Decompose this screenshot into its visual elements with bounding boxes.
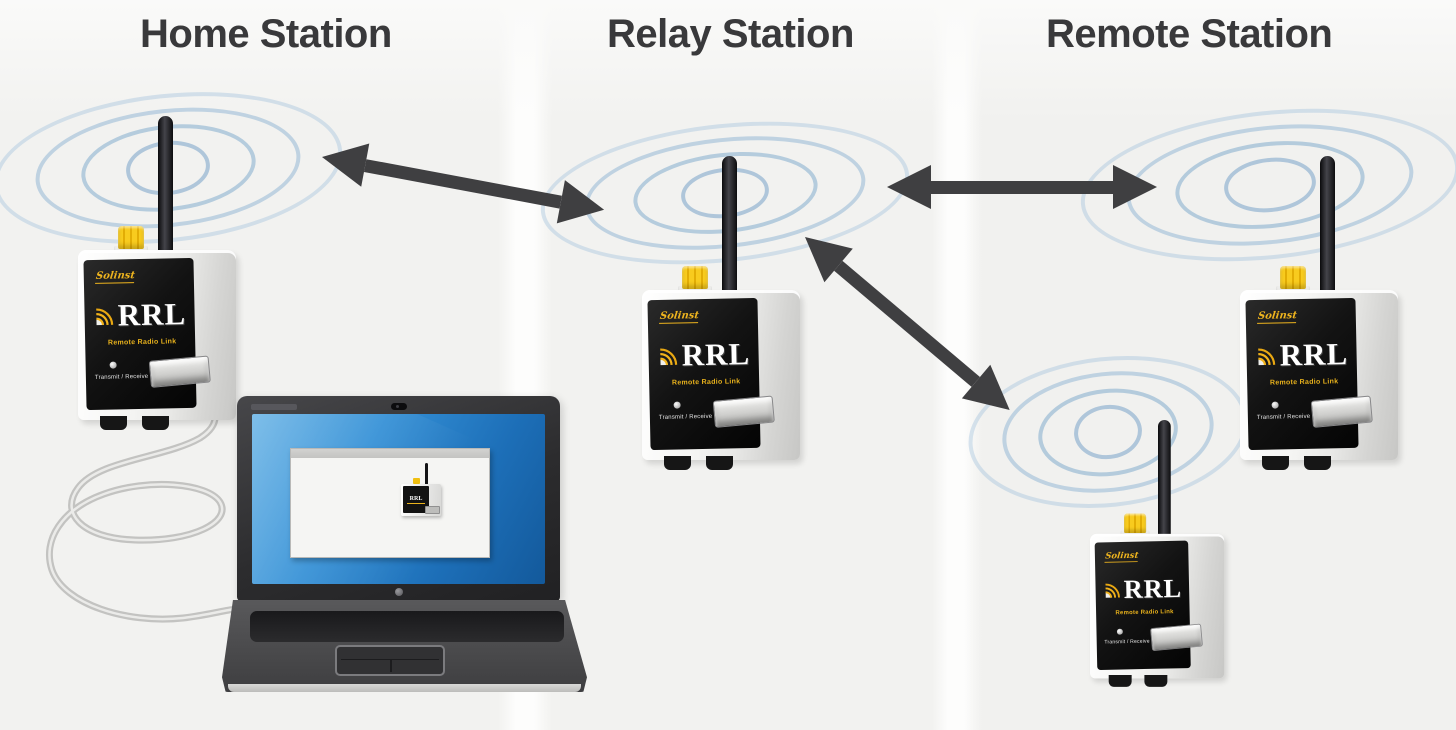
rrl-device-relay: Solinst RRL Remote Radio Link Transmit /… — [642, 156, 800, 472]
radio-signal-icon — [96, 308, 114, 326]
device-body: Solinst RRL Remote Radio Link Transmit /… — [1240, 290, 1398, 460]
device-front-panel: Solinst RRL Remote Radio Link Transmit /… — [647, 297, 775, 451]
radio-signal-icon — [1258, 348, 1276, 366]
connector-cap — [413, 478, 420, 484]
status-led-icon — [673, 401, 681, 409]
device-body: RRL — [401, 484, 441, 516]
device-foot — [664, 456, 691, 470]
cable-port — [148, 355, 211, 388]
cable-port — [1310, 395, 1373, 428]
connector-cap — [1124, 513, 1147, 534]
model-subtitle: Remote Radio Link — [1115, 608, 1174, 617]
device-foot — [1108, 675, 1132, 687]
device-body: Solinst RRL Remote Radio Link Transmit /… — [1090, 533, 1225, 679]
antenna-icon — [1320, 156, 1335, 294]
model-name: RRL — [117, 296, 187, 333]
rrl-device-remote-1: Solinst RRL Remote Radio Link Transmit /… — [1240, 156, 1398, 472]
onscreen-device-image: RRL — [399, 463, 444, 549]
model-logo: RRL — [1103, 573, 1183, 604]
remote-station-title: Remote Station — [1046, 12, 1333, 56]
software-window: RRL — [290, 448, 490, 558]
arrowhead-left-icon — [887, 165, 931, 209]
arrowhead-right-icon — [1113, 165, 1157, 209]
device-foot — [706, 456, 733, 470]
antenna-icon — [158, 116, 173, 254]
model-subtitle: Remote Radio Link — [671, 378, 741, 387]
radio-signal-icon — [1105, 583, 1120, 598]
device-body: Solinst RRL Remote Radio Link Transmit /… — [642, 290, 800, 460]
device-front-panel: Solinst RRL Remote Radio Link Transmit /… — [83, 257, 211, 411]
model-name: RRL — [1279, 336, 1349, 373]
status-label: Transmit / Receive — [1104, 639, 1150, 646]
connector-cap — [118, 226, 144, 249]
base-front-edge — [228, 684, 581, 692]
device-front-panel: Solinst RRL Remote Radio Link Transmit /… — [1094, 540, 1203, 671]
brand-logo: Solinst — [659, 310, 700, 324]
device-foot — [1144, 675, 1168, 687]
model-name: RRL — [409, 495, 423, 502]
webcam-icon — [390, 403, 407, 410]
relay-station-title: Relay Station — [607, 12, 854, 56]
antenna-icon — [425, 463, 428, 485]
hinge-logo-dot — [394, 588, 403, 596]
cable-port — [425, 506, 440, 514]
keyboard — [250, 611, 564, 642]
window-titlebar — [291, 449, 489, 458]
laptop-screen: RRL — [252, 414, 545, 584]
brand-logo: Solinst — [1257, 310, 1298, 324]
cable-port — [1150, 623, 1203, 652]
radio-signal-icon — [660, 348, 678, 366]
status-led-icon — [109, 361, 117, 369]
antenna-icon — [1158, 420, 1171, 538]
status-led-icon — [1271, 401, 1279, 409]
touchpad — [335, 645, 445, 676]
home-station-title: Home Station — [140, 12, 392, 56]
arrowhead-left-icon — [317, 135, 370, 187]
model-subtitle: Remote Radio Link — [1269, 378, 1339, 387]
laptop-base — [222, 600, 587, 692]
rrl-device-home: Solinst RRL Remote Radio Link Transmit /… — [78, 116, 236, 432]
device-foot — [100, 416, 127, 430]
device-front-panel: Solinst RRL Remote Radio Link Transmit /… — [1245, 297, 1373, 451]
model-name: RRL — [681, 336, 751, 373]
brand-logo: Solinst — [1104, 550, 1139, 563]
status-label: Transmit / Receive — [1256, 413, 1311, 421]
model-subtitle-bar — [407, 502, 425, 504]
status-label: Transmit / Receive — [658, 413, 713, 421]
connector-cap — [1280, 266, 1306, 289]
device-foot — [142, 416, 169, 430]
device-front-panel: RRL — [403, 486, 429, 513]
rrl-device-remote-2: Solinst RRL Remote Radio Link Transmit /… — [1090, 420, 1225, 689]
model-name: RRL — [1123, 573, 1183, 604]
model-logo: RRL — [657, 336, 751, 373]
laptop-lid: RRL — [237, 396, 560, 601]
model-logo: RRL — [93, 296, 187, 333]
antenna-icon — [722, 156, 737, 294]
link-arrow-relay-remote1 — [887, 165, 1157, 209]
cable-port — [712, 395, 775, 428]
connector-cap — [682, 266, 708, 289]
device-body: Solinst RRL Remote Radio Link Transmit /… — [78, 250, 236, 420]
model-logo: RRL — [1255, 336, 1349, 373]
status-label: Transmit / Receive — [94, 373, 149, 381]
model-subtitle: Remote Radio Link — [107, 338, 177, 347]
status-led-icon — [1116, 628, 1123, 635]
device-foot — [1262, 456, 1289, 470]
device-foot — [1304, 456, 1331, 470]
brand-logo: Solinst — [95, 270, 136, 284]
arrowhead-right-icon — [556, 180, 609, 232]
laptop-brand-mark — [251, 404, 297, 410]
link-arrow-relay-remote2 — [790, 220, 1024, 427]
